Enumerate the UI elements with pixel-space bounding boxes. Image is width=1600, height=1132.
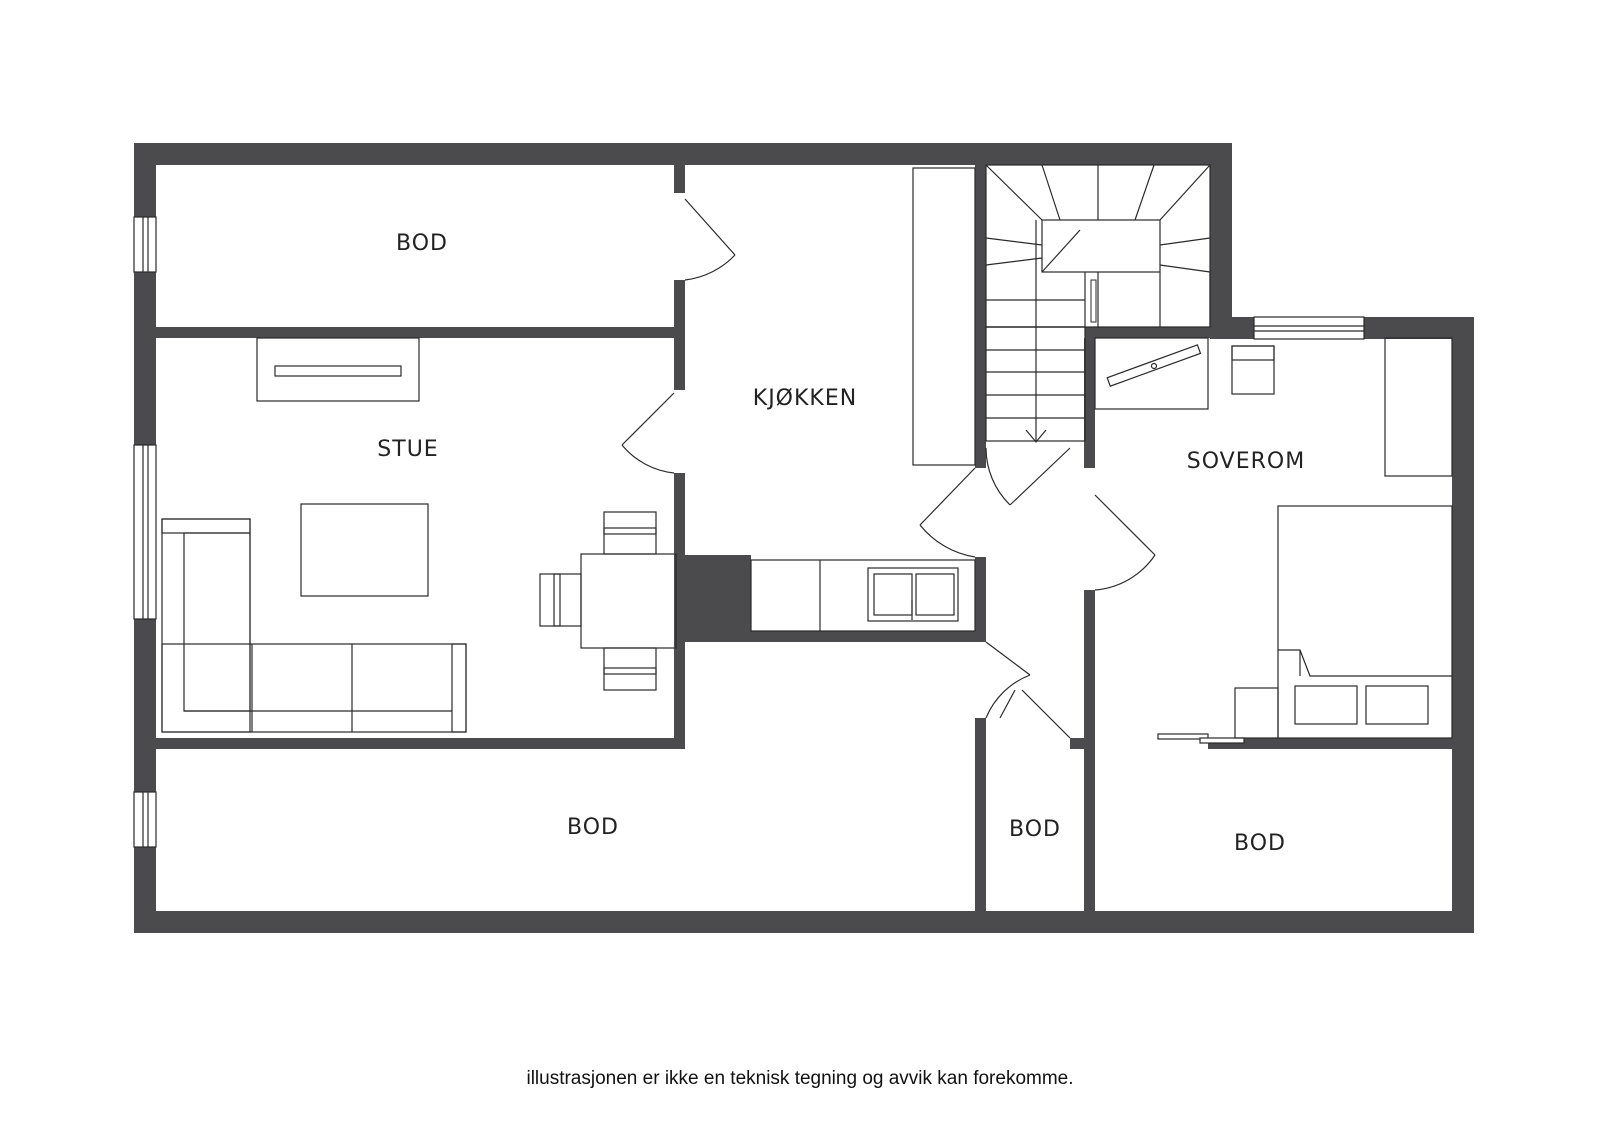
room-label-bod-bottom-left: BOD [567, 815, 619, 840]
room-label-soverom: SOVEROM [1187, 449, 1305, 474]
doors [621, 198, 1245, 744]
room-label-bod-bottom-right: BOD [1234, 831, 1286, 856]
windows [133, 216, 1365, 848]
room-label-kjokken: KJØKKEN [753, 386, 857, 411]
room-label-stue: STUE [377, 437, 438, 462]
room-label-bod-small: BOD [1009, 817, 1061, 842]
interior-walls [156, 165, 1452, 911]
kitchen-fixtures [750, 167, 976, 632]
room-label-bod-top-left: BOD [396, 231, 448, 256]
outer-walls [134, 143, 1474, 933]
soverom-furniture [1094, 337, 1453, 739]
staircase [985, 164, 1211, 443]
stue-furniture [161, 337, 677, 733]
disclaimer-text: illustrasjonen er ikke en teknisk tegnin… [526, 1068, 1074, 1089]
